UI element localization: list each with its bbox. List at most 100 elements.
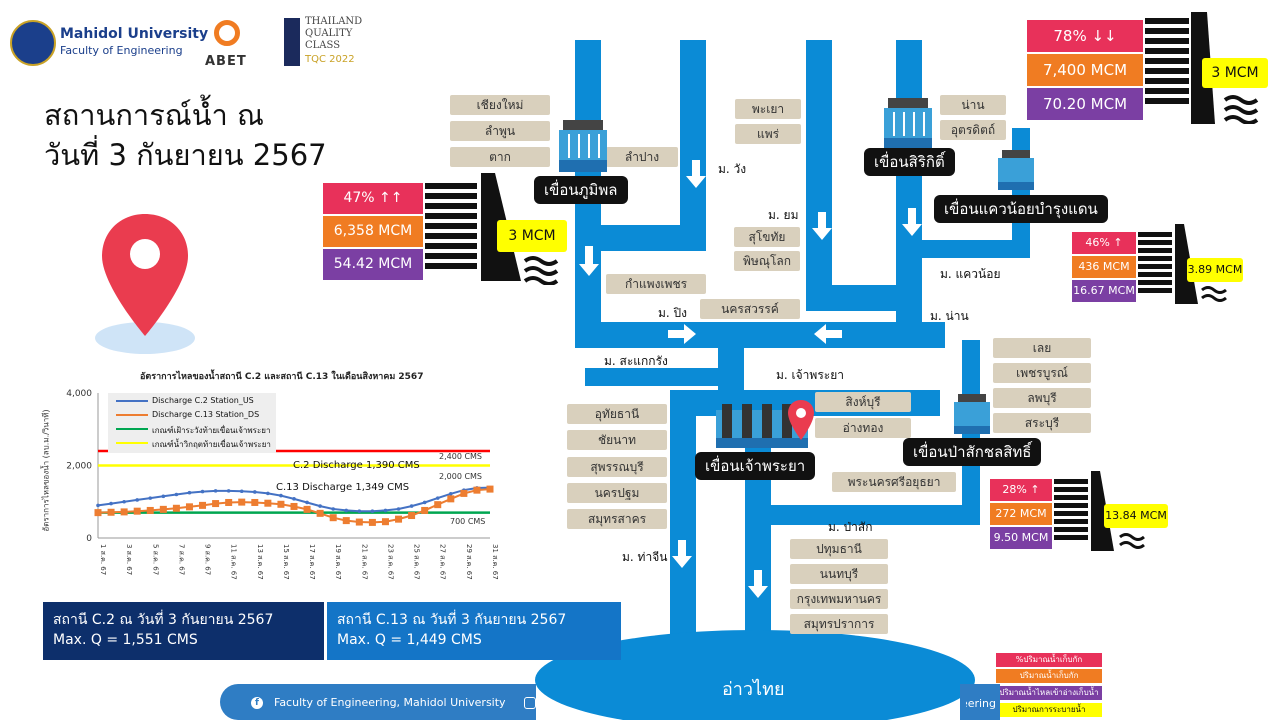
tag-nakhon-sawan: นครสวรรค์ bbox=[700, 299, 800, 319]
chart-x-tick: 27 ส.ค. 67 bbox=[439, 544, 447, 580]
abet-logo bbox=[214, 20, 240, 46]
c2-point bbox=[357, 509, 362, 513]
sirikit-release: 3 MCM bbox=[1202, 58, 1268, 88]
annotation-yellow: 2,000 CMS bbox=[439, 472, 483, 481]
legend-c2: Discharge C.2 Station_US bbox=[152, 396, 254, 405]
c2-point bbox=[266, 491, 270, 496]
tag-pathumthani: ปทุมธานี bbox=[790, 539, 888, 559]
chart-title: อัตราการไหลของน้ำสถานี C.2 และสถานี C.13… bbox=[140, 372, 424, 382]
c13-point bbox=[486, 485, 494, 493]
tag-sukhothai: สุโขทัย bbox=[734, 227, 800, 247]
tag-uthaithani: อุทัยธานี bbox=[567, 404, 667, 424]
c13-point bbox=[395, 515, 403, 523]
kwae-noi-release: 3.89 MCM bbox=[1187, 258, 1243, 282]
c2-point bbox=[253, 490, 257, 494]
chart-y-tick: 4,000 bbox=[66, 389, 92, 399]
tag-loei: เลย bbox=[993, 338, 1091, 358]
facebook-icon: f bbox=[251, 697, 263, 709]
kwae-noi-dam-label: เขื่อนแควน้อยบำรุงแดน bbox=[934, 195, 1108, 223]
river-label-wang: ม. วัง bbox=[718, 162, 747, 176]
pasak-dam-icon bbox=[954, 394, 990, 434]
c2-point bbox=[213, 489, 218, 493]
c2-point bbox=[174, 492, 179, 497]
station-c2-maxq: Max. Q = 1,551 CMS bbox=[53, 632, 198, 648]
c13-point bbox=[185, 503, 193, 511]
legend-swatches bbox=[116, 400, 148, 444]
tag-lopburi: ลพบุรี bbox=[993, 388, 1091, 408]
c13-point bbox=[212, 500, 220, 508]
abet-text: ABET bbox=[205, 54, 247, 69]
chart-y-tick: 2,000 bbox=[66, 462, 92, 472]
bhumibol-dam-label: เขื่อนภูมิพล bbox=[534, 176, 628, 204]
legend-critical: เกณฑ์น้ำวิกฤตท้ายเขื่อนเจ้าพระยา bbox=[152, 440, 271, 449]
tag-nakhonpathom: นครปฐม bbox=[567, 483, 667, 503]
c2-point bbox=[135, 498, 139, 502]
river-label-chao-phraya: ม. เจ้าพระยา bbox=[776, 368, 844, 382]
station-c2-box bbox=[43, 602, 324, 660]
c13-point bbox=[94, 509, 102, 517]
faculty-name: Faculty of Engineering bbox=[60, 44, 183, 57]
c2-point bbox=[435, 496, 440, 500]
tqc-line1: THAILAND bbox=[305, 16, 363, 27]
page-title-line2: วันที่ 3 กันยายน 2567 bbox=[44, 138, 327, 172]
chart-x-tick: 1 ส.ค. 67 bbox=[99, 544, 107, 575]
bhumibol-percent: 47% ↑↑ bbox=[323, 183, 423, 214]
tag-samutprakan: สมุทรปราการ bbox=[790, 614, 888, 634]
river-label-tha-chin: ม. ท่าจีน bbox=[622, 550, 668, 564]
tag-samutsakhon: สมุทรสาคร bbox=[567, 509, 667, 529]
c13-point bbox=[172, 504, 180, 512]
c2-point bbox=[226, 489, 231, 493]
tag-nonthaburi: นนทบุรี bbox=[790, 564, 888, 584]
c2-point bbox=[200, 489, 205, 494]
c13-point bbox=[225, 498, 233, 506]
annotation-red: 2,400 CMS bbox=[439, 452, 483, 461]
footer-bar-right bbox=[960, 684, 1000, 720]
chart-x-tick: 17 ส.ค. 67 bbox=[308, 544, 316, 580]
tag-phayao: พะเยา bbox=[735, 99, 801, 119]
tag-bangkok: กรุงเทพมหานคร bbox=[790, 589, 888, 609]
legend-watch: เกณฑ์เฝ้าระวังท้ายเขื่อนเจ้าพระยา bbox=[152, 426, 271, 435]
c13-point bbox=[473, 486, 481, 494]
c2-point bbox=[318, 504, 322, 508]
chart-x-tick: 5 ส.ค. 67 bbox=[151, 544, 159, 575]
chart-y-tick: 0 bbox=[86, 534, 92, 544]
bhumibol-release: 3 MCM bbox=[497, 220, 567, 252]
legend-c13: Discharge C.13 Station_DS bbox=[152, 410, 260, 419]
chart-x-tick: 25 ส.ค. 67 bbox=[413, 544, 421, 580]
kwae-noi-dam-icon bbox=[998, 150, 1034, 190]
kwae-noi-dam-graphic bbox=[1138, 224, 1227, 304]
university-name: Mahidol University bbox=[60, 26, 209, 42]
tag-saraburi: สระบุรี bbox=[993, 413, 1091, 433]
c2-point bbox=[109, 501, 113, 506]
c13-point bbox=[159, 505, 167, 513]
c13-point bbox=[381, 518, 389, 526]
c13-point bbox=[238, 498, 246, 506]
chart-x-tick: 11 ส.ค. 67 bbox=[230, 544, 238, 580]
c13-point bbox=[434, 501, 442, 509]
tag-phrae: แพร่ bbox=[735, 124, 801, 144]
river-label-sakae-krang: ม. สะแกกรัง bbox=[604, 354, 668, 368]
c13-point bbox=[133, 507, 141, 515]
c13-point bbox=[408, 512, 416, 520]
tag-suphanburi: สุพรรณบุรี bbox=[567, 457, 667, 477]
chart-x-tick: 21 ส.ค. 67 bbox=[360, 544, 368, 580]
c2-point bbox=[292, 497, 296, 501]
chart-x-tick: 15 ส.ค. 67 bbox=[282, 544, 290, 580]
map-pin-icon bbox=[788, 400, 814, 440]
pasak-release: 13.84 MCM bbox=[1104, 504, 1168, 528]
sirikit-dam-label: เขื่อนสิริกิติ์ bbox=[864, 148, 955, 176]
c13-point bbox=[303, 505, 311, 513]
kwae-noi-usable: 16.67 MCM bbox=[1072, 280, 1136, 302]
c2-point bbox=[383, 508, 388, 513]
c2-point bbox=[122, 499, 126, 504]
tqc-year: TQC 2022 bbox=[305, 54, 355, 65]
chart-x-tick: 23 ส.ค. 67 bbox=[386, 544, 394, 580]
c13-point bbox=[316, 509, 324, 517]
c13-point bbox=[329, 514, 337, 522]
c2-point bbox=[239, 489, 244, 494]
c13-point bbox=[368, 518, 376, 526]
tqc-line2: QUALITY bbox=[305, 28, 353, 39]
tag-lamphun: ลำพูน bbox=[450, 121, 550, 141]
c2-point bbox=[422, 500, 427, 505]
